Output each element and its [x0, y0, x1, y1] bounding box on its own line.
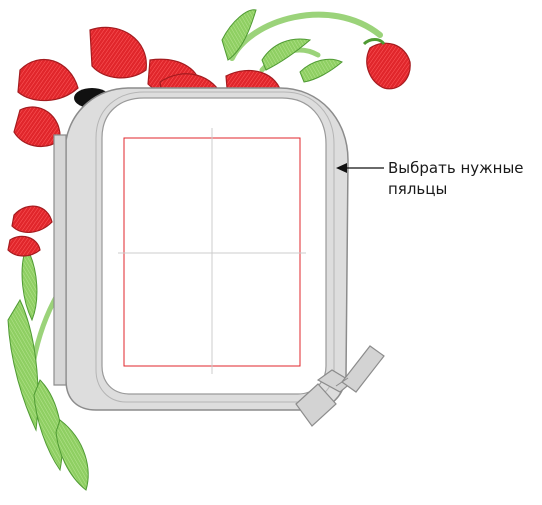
leaf: [8, 300, 38, 430]
leaf: [262, 39, 310, 70]
callout-label-line-1: Выбрать нужные: [388, 158, 524, 179]
poppy-petal: [18, 60, 78, 101]
leaf: [300, 59, 342, 82]
poppy-bud: [367, 43, 410, 89]
poppy-petal: [90, 27, 146, 77]
poppy-petal: [8, 236, 40, 256]
callout-label: Выбрать нужные пяльцы: [388, 158, 524, 200]
poppy-petal: [14, 107, 60, 146]
embroidery-hoop-icon[interactable]: [54, 88, 348, 410]
poppy-petal: [12, 206, 52, 232]
callout-label-line-2: пяльцы: [388, 179, 524, 200]
